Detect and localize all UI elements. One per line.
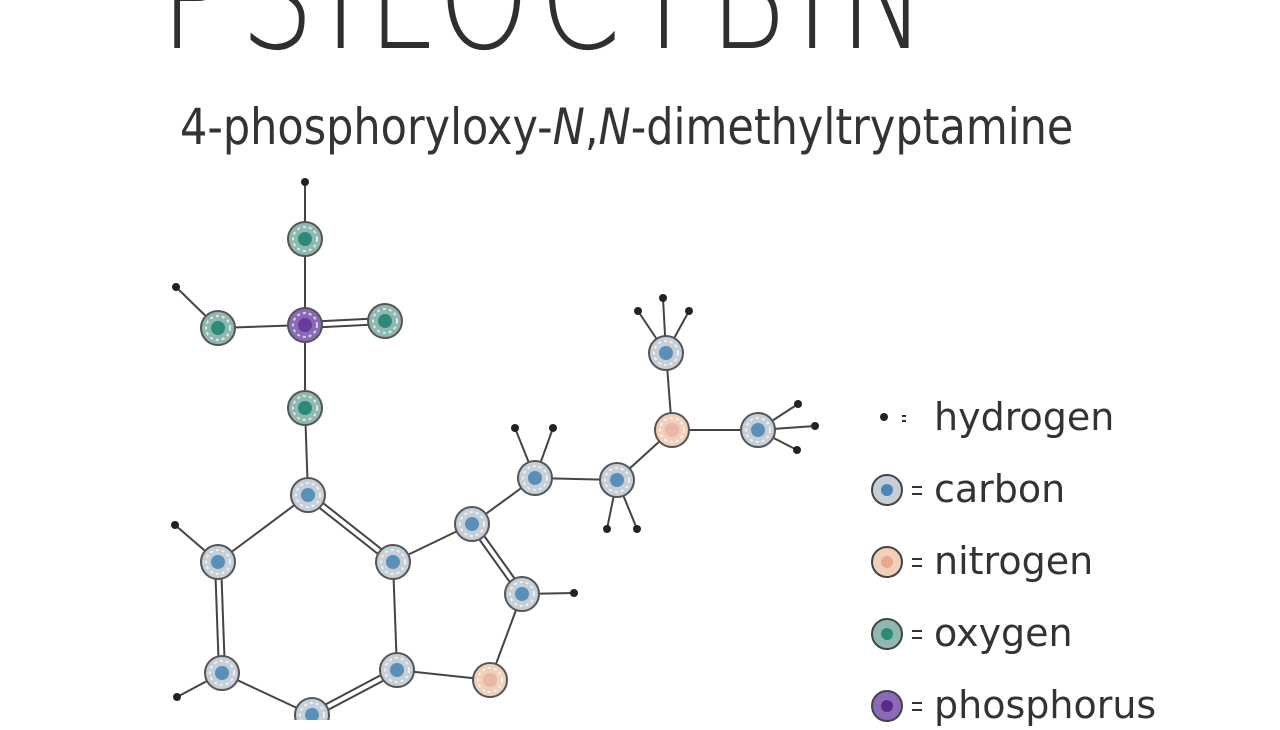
- nitrogen-atom: [472, 662, 508, 698]
- legend-label-hydrogen: hydrogen: [934, 395, 1115, 439]
- carbon-atom: [294, 697, 330, 720]
- carbon-atom: [517, 460, 553, 496]
- hydrogen-atom: [685, 307, 693, 315]
- carbon-atom: [204, 655, 240, 691]
- carbon-atom: [454, 506, 490, 542]
- nitrogen-atom: [654, 412, 690, 448]
- carbon-atom: [599, 462, 635, 498]
- oxygen-atom: [200, 310, 236, 346]
- chemical-name-suffix: -dimethyltryptamine: [630, 98, 1074, 156]
- hydrogen-atom: [634, 307, 642, 315]
- hydrogen-dot-icon: [880, 413, 906, 422]
- carbon-atom: [200, 544, 236, 580]
- hydrogen-atom: [172, 283, 180, 291]
- carbon-atom: [290, 477, 326, 513]
- hydrogen-atom: [511, 424, 519, 432]
- hydrogen-atom: [794, 400, 802, 408]
- oxygen-atom: [367, 303, 403, 339]
- carbon-atom: [740, 412, 776, 448]
- double-bond: [214, 561, 221, 675]
- carbon-atom: [648, 335, 684, 371]
- hydrogen-atom: [603, 525, 611, 533]
- double-bond: [305, 496, 393, 566]
- chemical-name-prefix: 4-phosphoryloxy-: [180, 98, 553, 156]
- carbon-atom: [504, 576, 540, 612]
- nitrogen-atom-icon: [871, 546, 922, 578]
- chemical-name-sep: ,: [584, 98, 599, 156]
- legend-label-phosphorus: phosphorus: [934, 683, 1157, 727]
- single-bond: [392, 561, 398, 671]
- hydrogen-atom: [659, 294, 667, 302]
- carbon-atom: [375, 544, 411, 580]
- legend-label-nitrogen: nitrogen: [934, 539, 1094, 583]
- hydrogen-atom: [793, 446, 801, 454]
- double-bond: [219, 560, 226, 674]
- hydrogen-atom: [171, 521, 179, 529]
- atoms: [171, 178, 819, 720]
- single-bond: [217, 494, 309, 563]
- page-title: PSILOCYBIN: [160, 0, 926, 72]
- phosphorus-atom: [287, 307, 323, 343]
- chemical-name-n1: N: [552, 98, 585, 156]
- hydrogen-atom: [173, 693, 181, 701]
- legend-label-carbon: carbon: [934, 467, 1066, 511]
- hydrogen-atom: [633, 525, 641, 533]
- chemical-name: 4-phosphoryloxy-N,N-dimethyltryptamine: [180, 98, 1073, 156]
- phosphorus-atom-icon: [871, 690, 922, 722]
- legend-label-oxygen: oxygen: [934, 611, 1073, 655]
- chemical-name-n2: N: [598, 98, 631, 156]
- carbon-atom: [379, 652, 415, 688]
- oxygen-atom: [287, 221, 323, 257]
- hydrogen-atom: [301, 178, 309, 186]
- oxygen-atom-icon: [871, 618, 922, 650]
- hydrogen-atom: [549, 424, 557, 432]
- bonds: [174, 181, 816, 719]
- hydrogen-atom: [570, 589, 578, 597]
- hydrogen-atom: [811, 422, 819, 430]
- double-bond: [308, 491, 396, 561]
- carbon-atom-icon: [871, 474, 922, 506]
- oxygen-atom: [287, 390, 323, 426]
